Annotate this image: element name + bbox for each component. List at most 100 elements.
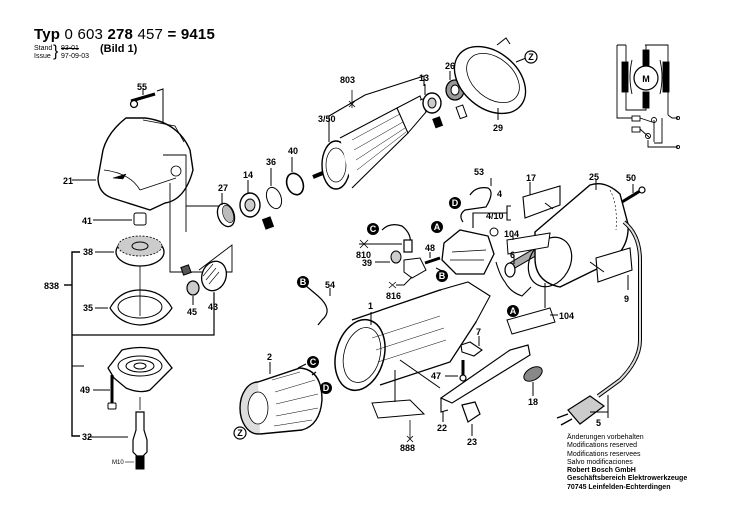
part-22-switch-rod [439,344,531,404]
footer-line-es: Salvo modificaciones [567,458,633,466]
part-40-circlip [285,172,305,196]
callout-47: 47 [431,371,441,381]
callout-3-50: 3/50 [318,114,336,124]
callout-53: 53 [474,167,484,177]
part-suffix: 457 [137,26,164,43]
callout-838: 838 [44,281,59,291]
connector-b-label: B [439,271,446,281]
stand-label: Stand [34,45,53,52]
callout-4: 4 [497,189,502,199]
footer-address: 70745 Leinfelden-Echterdingen [567,483,671,491]
type-number-title: Typ 0 603 278 457 = 9415 [34,26,215,43]
callout-38: 38 [83,247,93,257]
connector-z-stator [233,426,247,440]
callout-27: 27 [218,183,228,193]
callout-48: 48 [425,243,435,253]
callout-104-upper: 104 [504,229,519,239]
part-23-slide-button [461,401,481,423]
callout-25: 25 [589,172,599,182]
part-9-label [595,247,633,283]
callout-5: 5 [596,418,601,428]
brace-icon: } [53,43,59,60]
part-29-end-cap [453,37,527,115]
callout-39: 39 [362,258,372,268]
callout-40: 40 [288,146,298,156]
connector-b-mid [436,270,448,282]
part-27-ring [216,202,236,228]
footer-company: Robert Bosch GmbH [567,467,636,475]
connector-a-label: A [434,222,441,232]
part-50-screw [621,189,641,204]
part-2-stator [239,363,323,435]
callout-816: 816 [386,291,401,301]
callout-43: 43 [208,302,218,312]
part-104-label-b [506,307,556,335]
callout-888: 888 [400,443,415,453]
issue-value: 97-09-03 [61,53,90,60]
connector-b-left [297,276,309,288]
connector-c-stator [307,356,319,368]
callout-104-lower: 104 [559,311,574,321]
callout-54: 54 [325,280,335,290]
part-55-screw [129,92,156,109]
part-5-plug [556,395,606,426]
part-43-pinion [200,260,228,292]
callout-29: 29 [493,123,503,133]
connector-d-stator [320,382,332,394]
connector-a-top [431,221,443,233]
connector-a-lower-label: A [510,306,517,316]
header: Typ 0 603 278 457 = 9415 [34,26,215,43]
callout-labels: 55 21 41 38 838 35 49 32 M10 27 14 36 40… [44,61,636,466]
connector-badges: Z D C A B A B C D Z [233,50,538,440]
connector-c-label: C [370,224,377,234]
footer-division: Geschäftsbereich Elektrowerkzeuge [567,475,688,483]
callout-55: 55 [137,82,147,92]
connector-z-top [524,50,538,64]
connector-c-top [367,223,379,235]
part-3-50-armature [312,95,435,190]
part-36-ring [265,186,283,210]
motor-symbol [633,65,659,91]
part-21-gear-housing [97,117,194,211]
callout-23: 23 [467,437,477,447]
typ-label: Typ [34,26,61,43]
connector-d-stator-label: D [323,383,330,393]
gear-head-group [64,88,215,470]
callout-26: 26 [445,61,455,71]
connector-b-left-label: B [300,277,307,287]
wiring-schematic: M [616,44,681,150]
part-main: 278 [107,26,134,43]
switch-body [441,229,495,275]
pinion-group [169,183,233,305]
bearing-flange [107,346,173,393]
connector-c-stator-label: C [310,357,317,367]
part-18-spring [523,366,543,382]
callout-7: 7 [476,327,481,337]
part-104-label-a [506,232,551,255]
callout-9: 9 [624,294,629,304]
callout-4-10: 4/10 [486,211,504,221]
callout-32: 32 [82,432,92,442]
connector-d-top [449,197,461,209]
stand-value: 93-01 [61,45,79,52]
callout-49: 49 [80,385,90,395]
footer-line-de: Änderungen vorbehalten [567,434,644,441]
connector-a-lower [507,305,519,317]
connector-z-stator-label: Z [237,428,243,438]
callout-14: 14 [243,170,253,180]
issue-label: Issue [34,53,51,60]
callout-36: 36 [266,157,276,167]
figure-label: (Bild 1) [100,43,138,55]
part-38-bevel-gear [115,235,165,267]
connector-d-label: D [452,198,459,208]
part-49-screw [107,375,117,410]
part-41-sleeve [133,212,147,226]
callout-45: 45 [187,307,197,317]
part-17-label [522,185,561,219]
part-45-nut [180,264,200,296]
footer-line-fr: Modifications reservees [567,450,641,458]
part-13-bearing [422,92,444,129]
callout-18: 18 [528,397,538,407]
part-1-housing [334,281,491,392]
